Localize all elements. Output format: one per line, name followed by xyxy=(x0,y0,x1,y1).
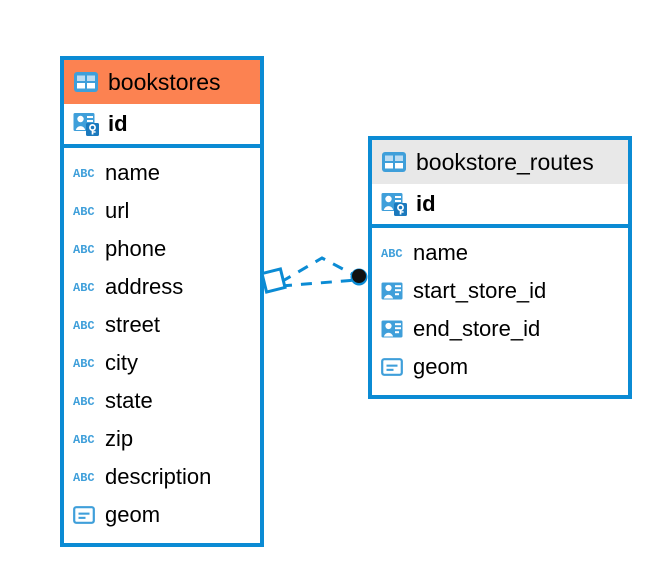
entity-bookstore-routes[interactable]: bookstore_routes id xyxy=(368,136,632,399)
circle-endpoint xyxy=(350,268,368,286)
field-row-id[interactable]: id xyxy=(64,104,260,148)
text-type-icon: ABC xyxy=(381,246,405,260)
text-type-icon: ABC xyxy=(73,356,97,370)
diamond-endpoint xyxy=(260,267,287,294)
field-row-start-store-id[interactable]: start_store_id xyxy=(372,272,628,310)
field-label-id: id xyxy=(108,111,128,136)
field-row-zip[interactable]: ABC zip xyxy=(64,420,260,458)
field-list-bookstore-routes: ABC name start_store_id xyxy=(372,228,628,395)
field-row-state[interactable]: ABC state xyxy=(64,382,260,420)
field-row-url[interactable]: ABC url xyxy=(64,192,260,230)
field-label: description xyxy=(105,464,212,489)
svg-text:ABC: ABC xyxy=(73,243,95,256)
field-row-geom[interactable]: geom xyxy=(64,496,260,534)
text-type-icon: ABC xyxy=(73,242,97,256)
entity-bookstores[interactable]: bookstores id xyxy=(60,56,264,547)
svg-text:ABC: ABC xyxy=(73,357,95,370)
text-type-icon: ABC xyxy=(73,394,97,408)
relationship-line-end-store xyxy=(280,278,357,288)
field-row-city[interactable]: ABC city xyxy=(64,344,260,382)
field-label: zip xyxy=(105,426,134,451)
entity-title: bookstores xyxy=(108,68,221,95)
table-icon xyxy=(73,71,99,93)
field-row-geom[interactable]: geom xyxy=(372,348,628,386)
svg-text:ABC: ABC xyxy=(73,319,95,332)
svg-text:ABC: ABC xyxy=(73,471,95,484)
geometry-type-icon xyxy=(381,357,405,377)
svg-text:ABC: ABC xyxy=(73,167,95,180)
svg-text:ABC: ABC xyxy=(73,205,95,218)
text-type-icon: ABC xyxy=(73,204,97,218)
svg-text:ABC: ABC xyxy=(73,433,95,446)
text-type-icon: ABC xyxy=(73,280,97,294)
field-list-bookstores: ABC name ABC url ABC p xyxy=(64,148,260,543)
field-label: geom xyxy=(105,502,161,527)
entity-header-bookstore-routes[interactable]: bookstore_routes xyxy=(372,140,628,184)
svg-text:ABC: ABC xyxy=(73,281,95,294)
field-label: start_store_id xyxy=(413,278,547,303)
field-label: url xyxy=(105,198,130,223)
field-label: city xyxy=(105,350,138,375)
text-type-icon: ABC xyxy=(73,470,97,484)
svg-text:ABC: ABC xyxy=(381,247,403,260)
primary-key-icon xyxy=(381,192,407,216)
field-row-name[interactable]: ABC name xyxy=(64,154,260,192)
field-row-street[interactable]: ABC street xyxy=(64,306,260,344)
field-row-address[interactable]: ABC address xyxy=(64,268,260,306)
text-type-icon: ABC xyxy=(73,166,97,180)
primary-key-icon xyxy=(73,112,99,136)
field-row-id[interactable]: id xyxy=(372,184,628,228)
foreign-key-icon xyxy=(381,281,405,301)
field-label: street xyxy=(105,312,161,337)
field-row-description[interactable]: ABC description xyxy=(64,458,260,496)
field-row-end-store-id[interactable]: end_store_id xyxy=(372,310,628,348)
field-row-phone[interactable]: ABC phone xyxy=(64,230,260,268)
field-label: name xyxy=(105,160,161,185)
field-label: end_store_id xyxy=(413,316,541,341)
field-label: address xyxy=(105,274,184,299)
entity-header-bookstores[interactable]: bookstores xyxy=(64,60,260,104)
table-icon xyxy=(381,151,407,173)
field-row-name[interactable]: ABC name xyxy=(372,234,628,272)
text-type-icon: ABC xyxy=(73,432,97,446)
field-label: name xyxy=(413,240,469,265)
foreign-key-icon xyxy=(381,319,405,339)
svg-text:ABC: ABC xyxy=(73,395,95,408)
geometry-type-icon xyxy=(73,505,97,525)
field-label-id: id xyxy=(416,191,436,216)
field-label: state xyxy=(105,388,153,413)
relationship-line-start-store xyxy=(280,256,357,284)
field-label: phone xyxy=(105,236,167,261)
text-type-icon: ABC xyxy=(73,318,97,332)
entity-title: bookstore_routes xyxy=(416,148,594,175)
field-label: geom xyxy=(413,354,469,379)
